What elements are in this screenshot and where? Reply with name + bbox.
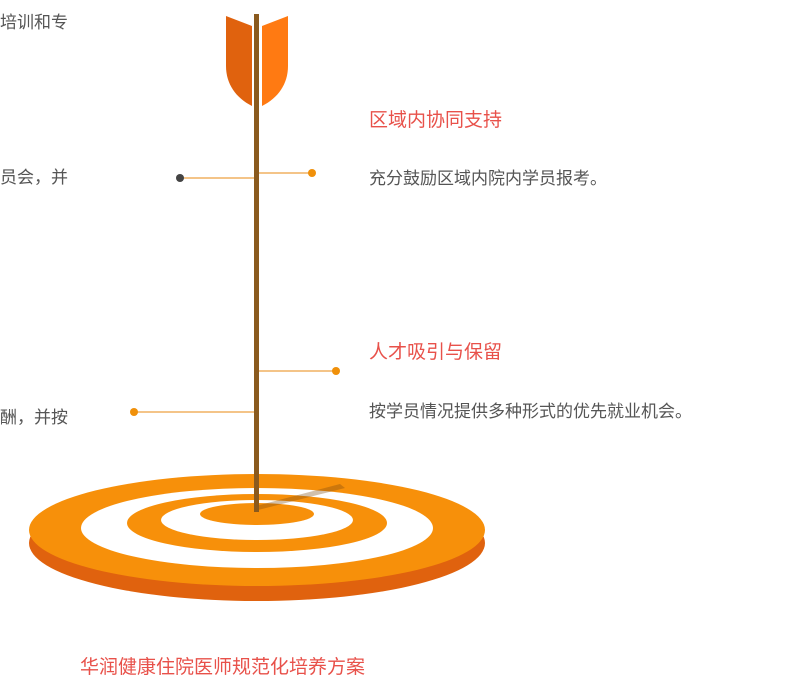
connector-dot-left-1 bbox=[176, 174, 184, 182]
left-text-fragment-1: 培训和专 bbox=[0, 13, 68, 33]
fletching-right bbox=[262, 16, 288, 106]
right-item-title-2: 人才吸引与保留 bbox=[369, 341, 503, 363]
left-text-fragment-3: 酬，并按 bbox=[0, 408, 68, 428]
connector-dot-right-2 bbox=[332, 367, 340, 375]
connector-dot-left-3 bbox=[130, 408, 138, 416]
target-center bbox=[200, 503, 314, 525]
right-item-desc-2: 按学员情况提供多种形式的优先就业机会。 bbox=[369, 402, 692, 422]
right-item-title-1: 区域内协同支持 bbox=[369, 109, 503, 131]
right-item-desc-1: 充分鼓励区域内院内学员报考。 bbox=[369, 169, 607, 189]
footer-title: 华润健康住院医师规范化培养方案 bbox=[80, 656, 366, 678]
left-text-fragment-2: 员会，并 bbox=[0, 168, 68, 188]
connectors bbox=[130, 169, 340, 416]
arrow-shadow bbox=[256, 484, 345, 510]
connector-dot-right-1 bbox=[308, 169, 316, 177]
fletching-left bbox=[226, 16, 252, 106]
arrow-fletching-icon bbox=[226, 14, 288, 512]
target-bullseye-icon bbox=[29, 474, 485, 601]
arrow-shaft bbox=[254, 14, 259, 512]
